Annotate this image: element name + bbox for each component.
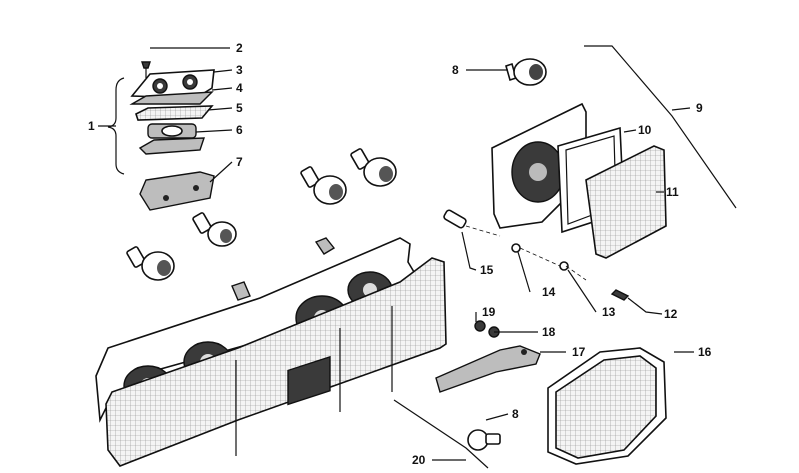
callout-8-upper: 8: [452, 63, 459, 77]
callout-7: 7: [236, 155, 243, 169]
callout-labels: 1 2 3 4 5 6 7 8 9 10 11 12 13 14 15 16 1…: [88, 41, 712, 467]
bulb-small-2: [231, 281, 251, 301]
callout-1: 1: [88, 119, 95, 133]
callout-18: 18: [542, 325, 556, 339]
callout-12: 12: [664, 307, 678, 321]
callout-4: 4: [236, 81, 243, 95]
bulb-left-1: [192, 212, 237, 247]
callout-2: 2: [236, 41, 243, 55]
side-marker-assembly: [443, 102, 667, 301]
callout-10: 10: [638, 123, 652, 137]
callout-20: 20: [412, 453, 426, 467]
callout-5: 5: [236, 101, 243, 115]
fog-light-assembly: [435, 320, 667, 465]
callout-3: 3: [236, 63, 243, 77]
callout-11: 11: [666, 185, 679, 199]
license-plate-light-assembly: [107, 61, 215, 211]
bulb-center-2: [350, 148, 397, 187]
bulb-center-1: [300, 166, 347, 205]
leader-lines: [98, 45, 737, 469]
bulb-small-1: [314, 237, 336, 255]
callout-15: 15: [480, 263, 494, 277]
bulb-left-2: [126, 246, 175, 281]
callout-17: 17: [572, 345, 586, 359]
callout-14: 14: [542, 285, 556, 299]
callout-13: 13: [602, 305, 616, 319]
callout-8-lower: 8: [512, 407, 519, 421]
bulb-upper-right: [505, 58, 547, 86]
callout-16: 16: [698, 345, 712, 359]
callout-19: 19: [482, 305, 496, 319]
callout-9: 9: [696, 101, 703, 115]
bulbs: [126, 58, 547, 301]
callout-6: 6: [236, 123, 243, 137]
main-tail-light: [95, 237, 447, 467]
